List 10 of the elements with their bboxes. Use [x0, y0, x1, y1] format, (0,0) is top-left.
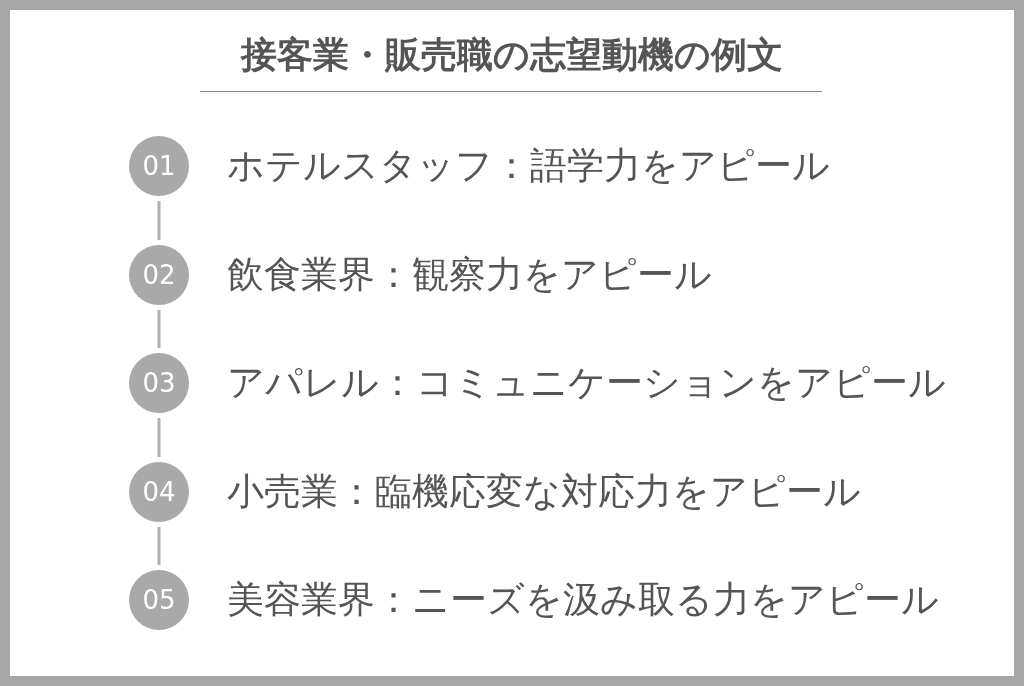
- item-text: 小売業：臨機応変な対応力をアピール: [227, 469, 861, 515]
- connector-line: [157, 310, 161, 348]
- item-text: 美容業界：ニーズを汲み取る力をアピール: [227, 577, 939, 623]
- title: 接客業・販売職の志望動機の例文: [239, 33, 784, 77]
- item-text: ホテルスタッフ：語学力をアピール: [227, 143, 830, 189]
- item-text: アパレル：コミュニケーションをアピール: [227, 360, 946, 406]
- connector-line: [157, 527, 161, 565]
- connector-line: [157, 418, 161, 457]
- connector-line: [157, 201, 161, 240]
- item-text: 飲食業界：観察力をアピール: [227, 252, 712, 298]
